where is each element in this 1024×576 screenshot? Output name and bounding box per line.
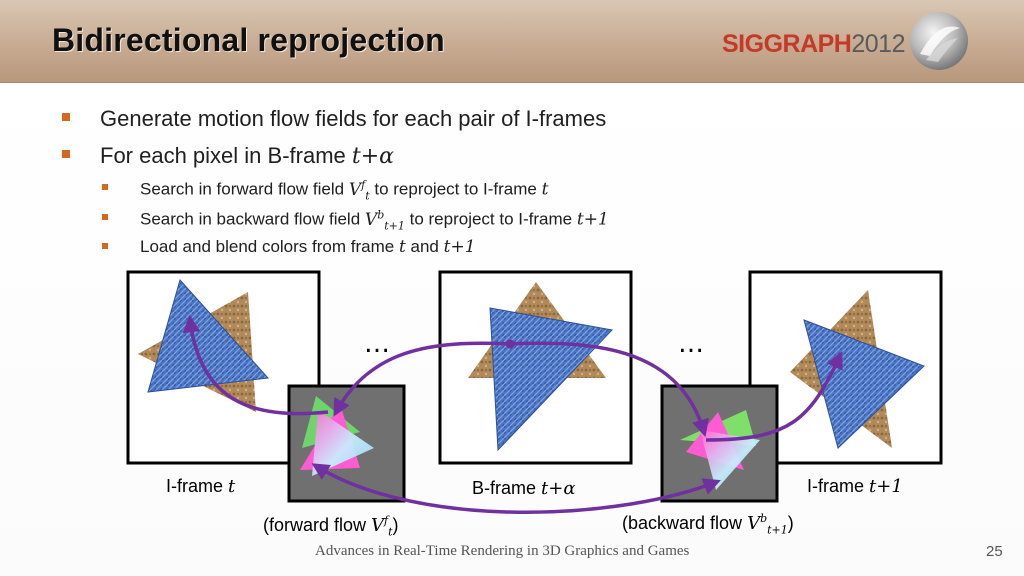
sb1-sup: f (361, 178, 366, 191)
sb3-pre: Load and blend colors from frame (140, 237, 395, 256)
backward-sup: b (760, 512, 768, 525)
ellipsis-right: … (678, 329, 704, 359)
iframe-t1-panel (748, 270, 943, 465)
bullet-2-math: t+α (351, 144, 395, 169)
sb3-math2: t+1 (443, 237, 476, 257)
bullet-2-text-wrap: For each pixel in B-frame t+α (100, 143, 394, 169)
reprojection-arrows (182, 314, 843, 515)
sb2-sym: V (364, 209, 378, 230)
sb1-sym: V (348, 179, 362, 200)
sb2-math: t+1 (576, 209, 609, 230)
sb2-symbol: Vbt+1 (364, 208, 405, 233)
bframe-panel (438, 270, 633, 465)
forward-pre: (forward flow (263, 515, 367, 535)
arrow-to-iframe-t1 (705, 351, 843, 442)
siggraph-logo: SIGGRAPH2012 (722, 30, 905, 59)
pixel-marker (505, 339, 515, 349)
bullet-marker (62, 113, 70, 121)
forward-flow-panel (287, 384, 406, 503)
label-iframe-t1-text: I-frame (807, 476, 865, 496)
slide-title: Bidirectional reprojection (52, 22, 445, 58)
backward-post: ) (787, 513, 794, 533)
ellipsis-left: … (364, 329, 390, 359)
forward-post: ) (392, 515, 399, 535)
arrow-b-to-forward-flow (333, 341, 511, 417)
sb3-and: and (410, 237, 439, 256)
arrow-to-iframe-t (182, 314, 329, 416)
label-iframe-t-text: I-frame (166, 476, 224, 496)
sb2-pre: Search in backward flow field (140, 209, 361, 229)
backward-sub: t+1 (767, 523, 788, 537)
slide-header: Bidirectional reprojection SIGGRAPH2012 (0, 0, 1024, 83)
siggraph-globe-icon (910, 12, 968, 70)
arrow-b-to-backward-flow (509, 341, 709, 438)
sb1-pre: Search in forward flow field (140, 179, 345, 199)
backward-sym: V (747, 513, 761, 534)
logo-year: 2012 (851, 30, 905, 58)
page-number: 25 (986, 543, 1003, 560)
forward-symbol: Vft (371, 514, 393, 539)
label-backward-flow: (backward flow Vbt+1) (622, 512, 794, 537)
sb1-mid: to reproject to I-frame (374, 179, 537, 199)
label-bframe: B-frame t+α (472, 478, 576, 499)
logo-brand: SIGGRAPH (722, 30, 852, 58)
label-iframe-t1: I-frame t+1 (807, 476, 903, 497)
forward-sub: t (388, 525, 393, 539)
blue-triangle (147, 278, 270, 393)
arrow-flow-link (311, 463, 721, 515)
subbullet-marker (102, 243, 108, 249)
sb3-math1: t (398, 237, 406, 257)
label-bframe-math: t+α (541, 478, 576, 499)
forward-sup: f (384, 514, 389, 527)
backward-flow-panel (660, 384, 779, 503)
gradient-flow-triangle (312, 410, 374, 476)
bullet-2-text: For each pixel in B-frame (100, 143, 346, 168)
slide-footer: Advances in Real-Time Rendering in 3D Gr… (315, 543, 690, 559)
subbullet-1-text: Search in forward flow field Vft to repr… (140, 178, 548, 202)
sb1-sub: t (365, 189, 370, 203)
forward-sym: V (371, 515, 385, 536)
sb1-symbol: Vft (348, 178, 370, 203)
subbullet-marker (102, 214, 108, 220)
subbullet-2-text: Search in backward flow field Vbt+1 to r… (140, 208, 609, 232)
bullet-1-text: Generate motion flow fields for each pai… (100, 106, 607, 131)
sb2-sub: t+1 (384, 219, 405, 233)
sb2-mid: to reproject to I-frame (409, 209, 573, 229)
sb2-sup: b (377, 208, 385, 221)
subbullet-marker (102, 184, 108, 190)
label-bframe-text: B-frame (472, 478, 537, 498)
label-forward-flow: (forward flow Vft) (263, 514, 399, 539)
label-iframe-t: I-frame t (166, 476, 235, 497)
backward-symbol: Vbt+1 (747, 512, 788, 537)
label-iframe-t1-math: t+1 (869, 476, 903, 497)
sb1-math: t (541, 179, 549, 200)
bullet-marker (62, 150, 70, 158)
subbullet-3-text: Load and blend colors from frame t and t… (140, 237, 476, 257)
backward-pre: (backward flow (622, 513, 743, 533)
label-iframe-t-math: t (228, 476, 236, 497)
